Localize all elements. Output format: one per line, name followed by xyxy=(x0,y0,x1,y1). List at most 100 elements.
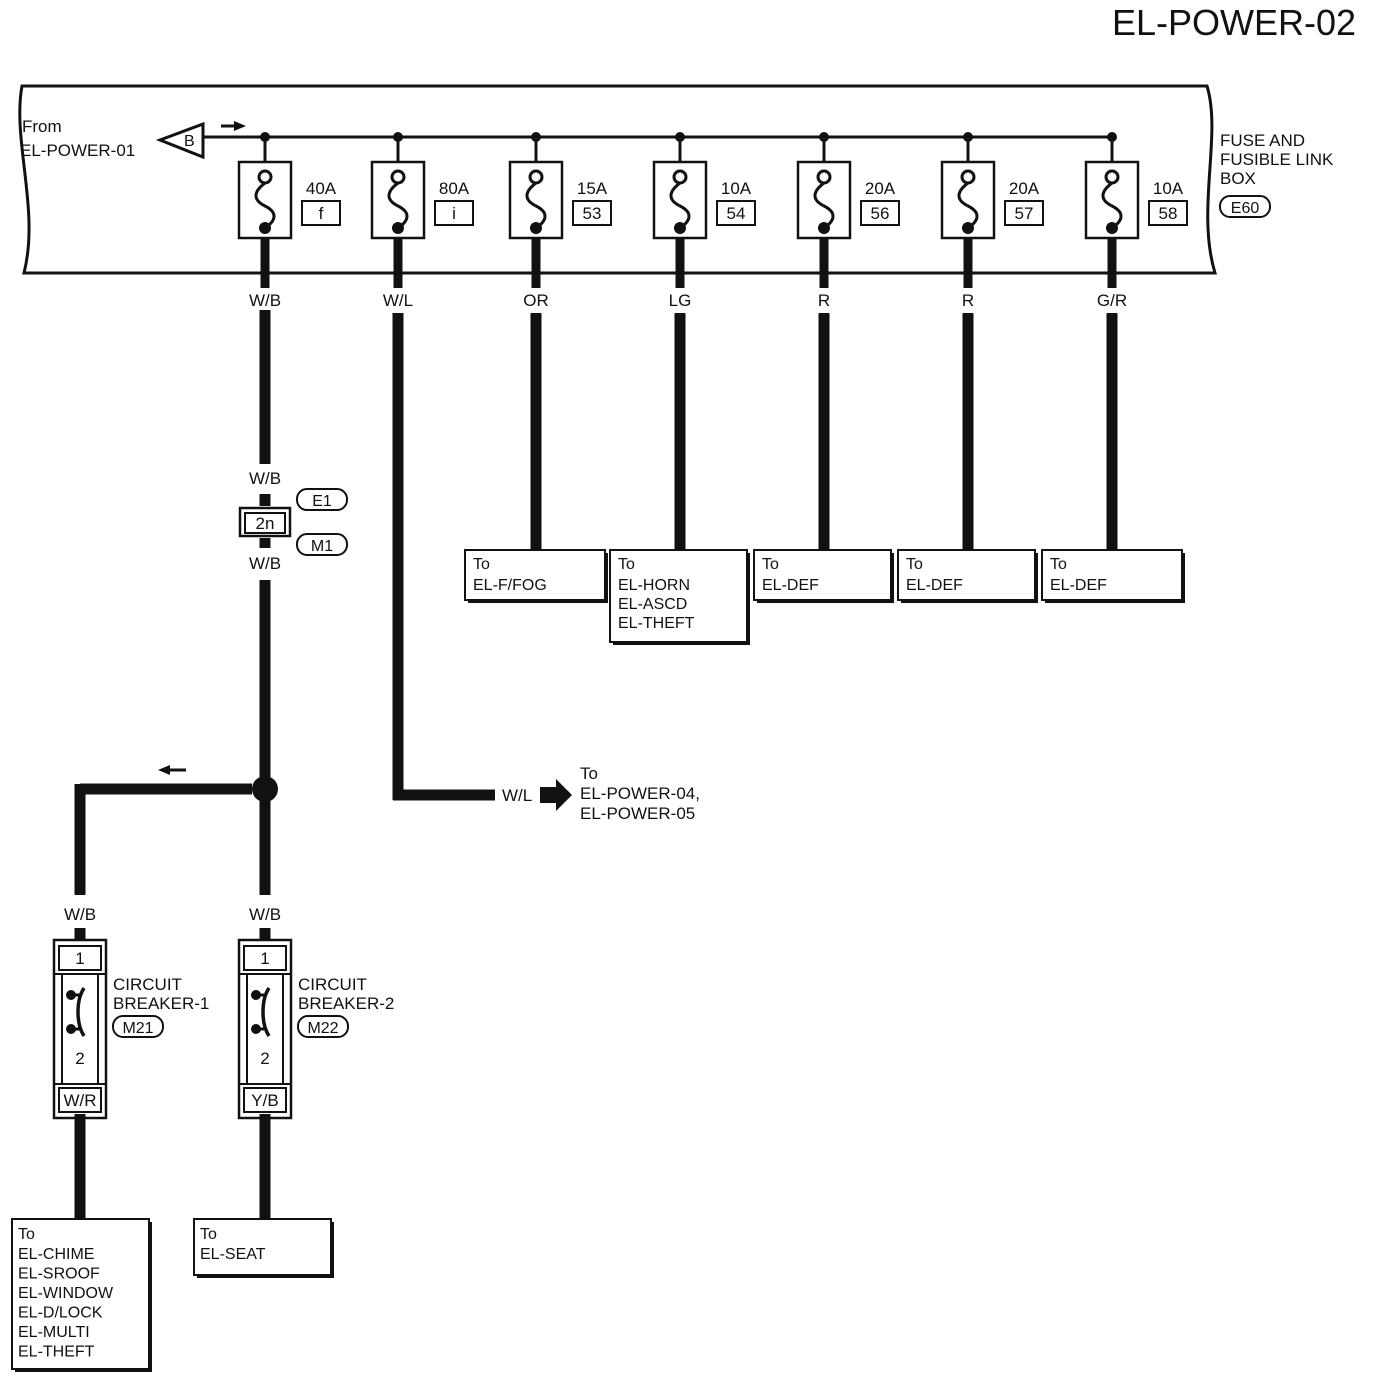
destination-to: To xyxy=(1050,556,1067,573)
breaker-destination-line: EL-D/LOCK xyxy=(18,1305,103,1322)
breaker-wire-out: W/R xyxy=(63,1091,96,1110)
breaker-destination-block: ToEL-CHIMEEL-SROOFEL-WINDOWEL-D/LOCKEL-M… xyxy=(11,1218,152,1372)
fuse-id: f xyxy=(319,204,324,223)
wl-output-line2: EL-POWER-05 xyxy=(580,804,695,823)
fuse-rating: 20A xyxy=(1009,179,1040,198)
from-label: From xyxy=(22,117,62,136)
breaker-wire-in: W/B xyxy=(64,905,96,924)
fuse-id-box xyxy=(301,200,341,226)
destination-to: To xyxy=(762,556,779,573)
from-connector-letter: B xyxy=(184,133,195,150)
destination-line: EL-DEF xyxy=(762,577,819,594)
fuse-wire-color: W/L xyxy=(383,291,413,310)
destination-box xyxy=(464,549,606,601)
breaker-pin-top: 1 xyxy=(75,949,84,968)
breaker-name-2: BREAKER-1 xyxy=(113,994,209,1013)
destination-box xyxy=(1041,549,1183,601)
wl-output-wire xyxy=(392,313,495,801)
joint-conn-top: E1 xyxy=(312,493,332,510)
fuse-box-label-3: BOX xyxy=(1220,169,1256,188)
joint-conn-bottom: M1 xyxy=(311,538,333,555)
destinations: ToEL-F/FOGToEL-HORNEL-ASCDEL-THEFTToEL-D… xyxy=(464,313,1185,645)
fuse-id-box xyxy=(860,200,900,226)
fuse-id: 58 xyxy=(1159,204,1178,223)
joint-wire-top: W/B xyxy=(249,469,281,488)
fuse-box-label-1: FUSE AND xyxy=(1220,131,1305,150)
wl-output-arrow xyxy=(540,779,572,811)
destination-line: EL-DEF xyxy=(1050,577,1107,594)
fuse-wire-color: G/R xyxy=(1097,291,1127,310)
fuse-rating: 20A xyxy=(865,179,896,198)
fuse-id-box xyxy=(1004,200,1044,226)
splice xyxy=(74,776,278,895)
breaker-name-1: CIRCUIT xyxy=(298,975,367,994)
breaker-destination-to: To xyxy=(200,1226,217,1243)
flow-arrow-left xyxy=(158,765,186,775)
page-title: EL-POWER-02 xyxy=(1112,2,1356,43)
fuse-id: 57 xyxy=(1015,204,1034,223)
breaker-destination-line: EL-SROOF xyxy=(18,1266,100,1283)
from-connector-symbol xyxy=(155,121,205,160)
fuse-rating: 40A xyxy=(306,179,337,198)
joint-wire-bottom: W/B xyxy=(249,554,281,573)
fuse-symbol xyxy=(1084,160,1140,240)
fuse-symbol xyxy=(940,160,996,240)
breaker-destination-line: EL-SEAT xyxy=(200,1246,266,1263)
fuse-id: 54 xyxy=(727,204,746,223)
fuse-id-box xyxy=(716,200,756,226)
breaker-connector: M22 xyxy=(307,1020,338,1037)
fuse-id-box xyxy=(572,200,612,226)
destination-box xyxy=(897,549,1036,601)
fuse-rating: 10A xyxy=(1153,179,1184,198)
destination-to: To xyxy=(906,556,923,573)
breaker-destination-line: EL-CHIME xyxy=(18,1246,94,1263)
circuit-breakers: W/B12CIRCUITBREAKER-1M21W/RW/B12CIRCUITB… xyxy=(11,905,394,1372)
fuse-wire-color: R xyxy=(962,291,974,310)
breaker-destination-box xyxy=(11,1218,150,1370)
fuse-symbol xyxy=(370,160,426,240)
breaker-name-1: CIRCUIT xyxy=(113,975,182,994)
fuse-id: 53 xyxy=(583,204,602,223)
destination-line: EL-HORN xyxy=(618,577,690,594)
breaker-connector-tag xyxy=(297,1015,349,1038)
fuse: 40A fW/B xyxy=(237,132,341,310)
breaker-wire-in: W/B xyxy=(249,905,281,924)
destination-box xyxy=(753,549,892,601)
fuse-id-box xyxy=(434,200,474,226)
destination-line: EL-DEF xyxy=(906,577,963,594)
breaker-wire-out: Y/B xyxy=(251,1091,278,1110)
fuse-id-box xyxy=(1148,200,1188,226)
fuse-rating: 80A xyxy=(439,179,470,198)
fuse-wire-color: W/B xyxy=(249,291,281,310)
destination-line: EL-THEFT xyxy=(618,615,695,632)
breaker-pin-top: 1 xyxy=(260,949,269,968)
fuse-symbol xyxy=(237,160,293,240)
fuse: 20A 57R xyxy=(940,132,1044,310)
wl-output-line1: EL-POWER-04, xyxy=(580,784,700,803)
breaker-pin-bottom: 2 xyxy=(260,1049,269,1068)
fuse-wire-color: R xyxy=(818,291,830,310)
fuse-id: 56 xyxy=(871,204,890,223)
destination-line: EL-F/FOG xyxy=(473,577,547,594)
fuse-box-outline xyxy=(18,84,1218,275)
breaker-connector-tag xyxy=(112,1015,164,1038)
from-page-label: EL-POWER-01 xyxy=(20,141,135,160)
wl-output-wire-label: W/L xyxy=(502,786,532,805)
destination-line: EL-ASCD xyxy=(618,596,687,613)
breaker-destination-box xyxy=(193,1218,332,1276)
wl-output-to: To xyxy=(580,764,598,783)
fuse-wire-color: LG xyxy=(669,291,692,310)
breaker-destination-to: To xyxy=(18,1226,35,1243)
joint-pin: 2n xyxy=(256,514,275,533)
destination-to: To xyxy=(618,556,635,573)
